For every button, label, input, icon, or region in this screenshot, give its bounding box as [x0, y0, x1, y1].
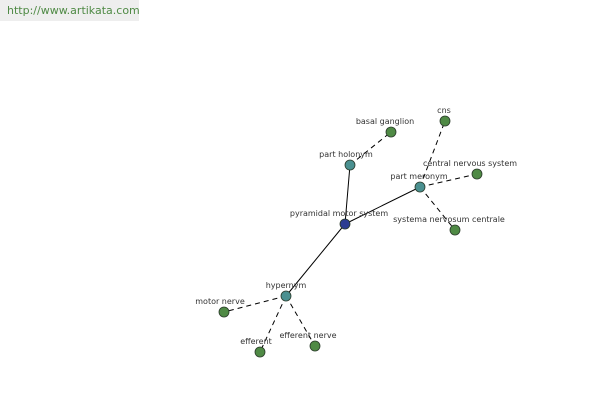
node-motor[interactable]	[218, 306, 230, 318]
node-systema[interactable]	[449, 224, 461, 236]
node-efferent[interactable]	[254, 346, 266, 358]
node-cns[interactable]	[439, 115, 451, 127]
source-url[interactable]: http://www.artikata.com	[0, 0, 140, 21]
node-label-motor[interactable]: motor nerve	[195, 297, 245, 306]
edge-root-holonym	[344, 164, 351, 225]
edges-layer	[223, 120, 478, 353]
node-hypernym[interactable]	[280, 290, 292, 302]
node-label-root[interactable]: pyramidal motor system	[290, 209, 388, 218]
labels-layer: pyramidal motor system part holonym part m…	[195, 106, 517, 346]
node-root[interactable]	[339, 218, 351, 230]
edge-meronym-systema	[419, 186, 456, 231]
node-label-hypernym[interactable]: hypernym	[266, 281, 307, 290]
node-label-cns_full[interactable]: central nervous system	[423, 159, 517, 168]
node-label-systema[interactable]: systema nervosum centrale	[393, 215, 505, 224]
node-meronym[interactable]	[414, 181, 426, 193]
edge-hypernym-efferent	[259, 295, 287, 353]
edge-hypernym-motor	[223, 295, 287, 313]
edge-meronym-cns	[419, 120, 446, 188]
edge-holonym-basal	[349, 131, 392, 166]
node-efferent_nerve[interactable]	[309, 340, 321, 352]
edge-root-meronym	[344, 186, 421, 225]
nodes-layer	[218, 115, 483, 358]
edge-hypernym-efferent_nerve	[285, 295, 316, 347]
node-label-basal[interactable]: basal ganglion	[356, 117, 414, 126]
node-label-holonym[interactable]: part holonym	[319, 150, 373, 159]
node-label-cns[interactable]: cns	[437, 106, 451, 115]
edge-meronym-cns_full	[419, 173, 478, 188]
node-label-efferent[interactable]: efferent	[240, 337, 272, 346]
edge-root-hypernym	[285, 223, 346, 297]
node-cns_full[interactable]	[471, 168, 483, 180]
node-label-meronym[interactable]: part meronym	[390, 172, 447, 181]
node-holonym[interactable]	[344, 159, 356, 171]
node-basal[interactable]	[385, 126, 397, 138]
node-label-efferent_nerve[interactable]: efferent nerve	[279, 331, 336, 340]
